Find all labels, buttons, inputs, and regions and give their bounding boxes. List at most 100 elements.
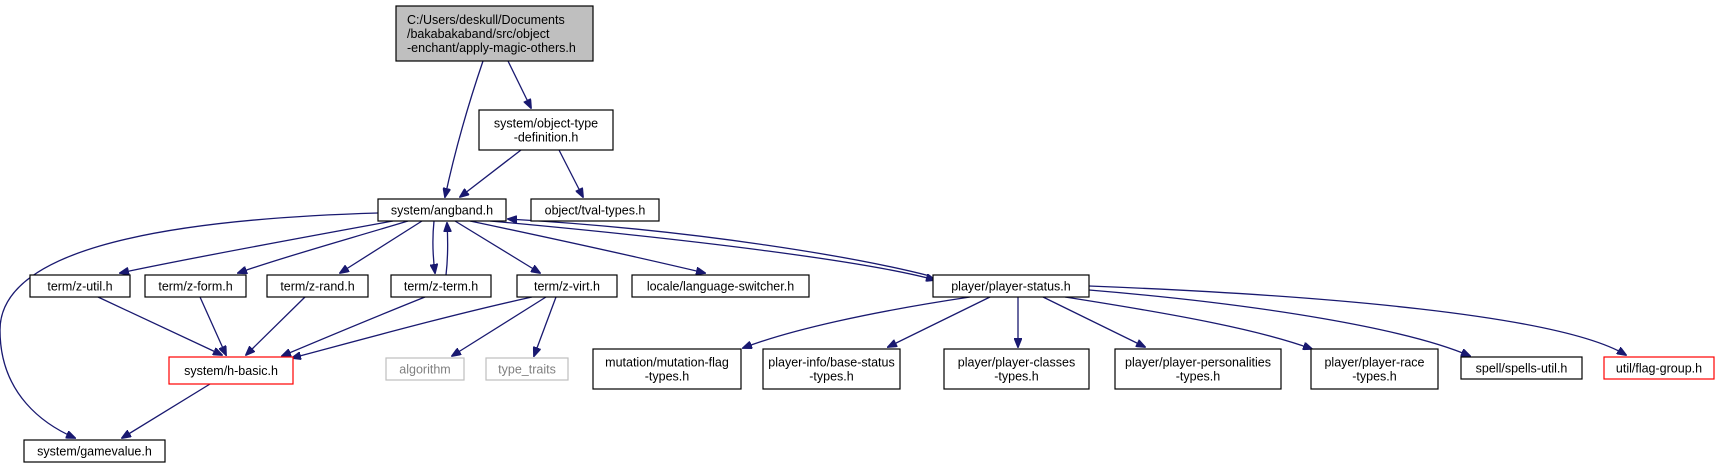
node-ppers[interactable]: player/player-personalities-types.h [1114, 348, 1282, 390]
edge-pstatus-to-angband [508, 219, 931, 277]
node-label-line: system/angband.h [391, 204, 493, 218]
node-algorithm[interactable]: algorithm [385, 357, 465, 381]
node-tval[interactable]: object/tval-types.h [530, 198, 660, 222]
node-label-line: term/z-util.h [47, 280, 112, 294]
node-box [485, 357, 569, 381]
edge-pstatus-to-flaggroup [1088, 285, 1626, 355]
node-box [1310, 348, 1439, 390]
edge-zterm-to-angband [446, 223, 448, 276]
node-box [395, 5, 594, 62]
node-zterm[interactable]: term/z-term.h [390, 274, 492, 298]
edge-objtype-to-tval [558, 149, 583, 197]
node-box [516, 274, 618, 298]
node-box [377, 198, 507, 222]
edge-zvirt-to-algorithm [452, 296, 547, 356]
edge-pstatus-to-basestatus [888, 296, 991, 347]
node-box [943, 348, 1090, 390]
edge-zterm-to-hbasic [282, 296, 426, 356]
node-lang[interactable]: locale/language-switcher.h [631, 274, 810, 298]
node-flaggroup[interactable]: util/flag-group.h [1603, 356, 1715, 380]
node-label-line: -enchant/apply-magic-others.h [407, 41, 576, 55]
edge-angband-to-zutil [120, 220, 394, 273]
edge-root-to-objtype [507, 60, 531, 108]
nodes: C:/Users/deskull/Documents/bakabakaband/… [23, 5, 1715, 463]
edges [0, 60, 1626, 438]
node-hbasic[interactable]: system/h-basic.h [168, 356, 294, 385]
node-zform[interactable]: term/z-form.h [144, 274, 247, 298]
node-zvirt[interactable]: term/z-virt.h [516, 274, 618, 298]
node-label-line: locale/language-switcher.h [647, 280, 794, 294]
node-box [29, 274, 131, 298]
node-label-line: util/flag-group.h [1616, 362, 1702, 376]
node-label-line: mutation/mutation-flag [605, 356, 729, 370]
node-label-line: C:/Users/deskull/Documents [407, 13, 565, 27]
edge-root-to-angband [445, 60, 484, 197]
node-basestatus[interactable]: player-info/base-status-types.h [762, 348, 901, 390]
edge-zvirt-to-typetraits [534, 296, 557, 356]
edge-zrand-to-hbasic [246, 296, 306, 355]
node-spells[interactable]: spell/spells-util.h [1460, 356, 1583, 380]
node-gamevalue[interactable]: system/gamevalue.h [23, 439, 166, 463]
node-label-line: -types.h [1352, 370, 1397, 384]
node-label-line: term/z-virt.h [534, 280, 600, 294]
node-label-line: system/h-basic.h [184, 364, 278, 378]
edge-angband-to-zvirt [454, 220, 540, 273]
node-label-line: -types.h [994, 370, 1039, 384]
node-prace[interactable]: player/player-race-types.h [1310, 348, 1439, 390]
node-zrand[interactable]: term/z-rand.h [266, 274, 369, 298]
edge-pstatus-to-spells [1088, 289, 1470, 356]
edge-angband-to-gamevalue [0, 212, 379, 438]
node-objtype[interactable]: system/object-type-definition.h [478, 109, 614, 151]
edge-zvirt-to-hbasic [292, 296, 533, 358]
node-label-line: player/player-status.h [951, 280, 1071, 294]
node-zutil[interactable]: term/z-util.h [29, 274, 131, 298]
node-label-line: spell/spells-util.h [1476, 362, 1568, 376]
node-label-line: object/tval-types.h [545, 204, 646, 218]
edge-angband-to-zrand [340, 220, 423, 273]
edge-pstatus-to-ppers [1042, 296, 1145, 347]
node-box [530, 198, 660, 222]
node-box [1460, 356, 1583, 380]
node-label-line: -types.h [809, 370, 854, 384]
edge-angband-to-pstatus [489, 220, 935, 280]
node-label-line: system/gamevalue.h [37, 445, 152, 459]
node-label-line: algorithm [399, 363, 450, 377]
node-typetraits[interactable]: type_traits [485, 357, 569, 381]
edge-zutil-to-hbasic [97, 296, 222, 355]
node-label-line: -definition.h [514, 131, 579, 145]
node-label-line: type_traits [498, 363, 556, 377]
node-label-line: term/z-form.h [158, 280, 232, 294]
edge-zform-to-hbasic [199, 296, 226, 355]
node-label-line: term/z-term.h [404, 280, 478, 294]
node-box [1603, 356, 1715, 380]
node-label-line: /bakabakaband/src/object [407, 27, 550, 41]
node-box [631, 274, 810, 298]
node-box [478, 109, 614, 151]
node-box [592, 348, 742, 390]
node-label-line: player-info/base-status [768, 356, 894, 370]
node-root[interactable]: C:/Users/deskull/Documents/bakabakaband/… [395, 5, 594, 62]
node-mutation[interactable]: mutation/mutation-flag-types.h [592, 348, 742, 390]
edge-angband-to-zform [238, 220, 409, 273]
node-pstatus[interactable]: player/player-status.h [932, 274, 1090, 298]
node-box [390, 274, 492, 298]
node-label-line: term/z-rand.h [280, 280, 354, 294]
node-box [144, 274, 247, 298]
node-label-line: -types.h [645, 370, 690, 384]
node-box [23, 439, 166, 463]
node-pclasses[interactable]: player/player-classes-types.h [943, 348, 1090, 390]
node-angband[interactable]: system/angband.h [377, 198, 507, 222]
edge-pstatus-to-prace [1064, 296, 1312, 349]
node-label-line: player/player-personalities [1125, 356, 1271, 370]
node-label-line: player/player-race [1324, 356, 1424, 370]
edge-hbasic-to-gamevalue [122, 383, 211, 438]
node-box [168, 356, 294, 385]
edge-objtype-to-angband [460, 149, 522, 197]
node-label-line: -types.h [1176, 370, 1221, 384]
node-box [266, 274, 369, 298]
node-box [762, 348, 901, 390]
edge-angband-to-lang [469, 220, 705, 273]
edge-pstatus-to-mutation [743, 296, 971, 348]
node-label-line: player/player-classes [958, 356, 1075, 370]
